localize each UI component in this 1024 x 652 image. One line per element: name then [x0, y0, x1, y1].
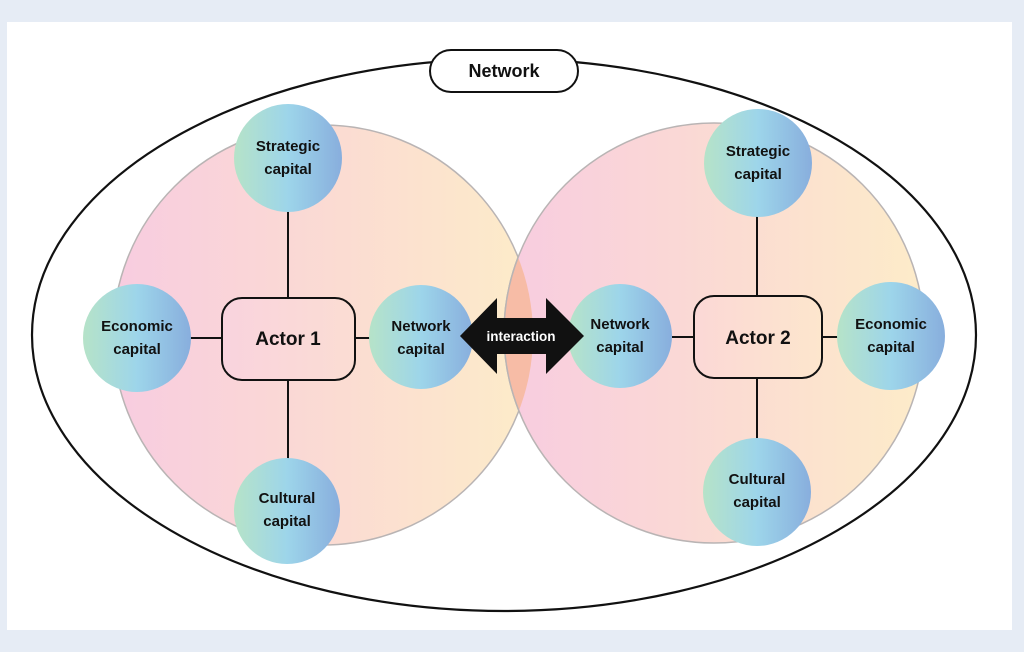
actor-1-economic-capital: Economic capital	[83, 284, 191, 392]
actor-1-cultural-capital: Cultural capital	[234, 458, 340, 564]
actor-2-network-capital: Network capital	[568, 284, 672, 388]
svg-text:Strategic: Strategic	[256, 138, 320, 155]
svg-text:Economic: Economic	[101, 318, 173, 335]
svg-text:capital: capital	[867, 339, 915, 356]
double-arrow-icon	[460, 298, 584, 374]
actor-2-economic-capital: Economic capital	[837, 282, 945, 390]
actor-1-box: Actor 1	[221, 297, 356, 381]
interaction-arrow: interaction	[460, 298, 584, 374]
svg-text:Cultural: Cultural	[729, 471, 786, 488]
actor-2-label: Actor 2	[725, 328, 790, 349]
network-label-box: Network	[429, 49, 579, 93]
actor-1-network-capital: Network capital	[369, 285, 473, 389]
svg-text:capital: capital	[397, 341, 445, 358]
network-label: Network	[468, 61, 540, 81]
actor-2-cultural-capital: Cultural capital	[703, 438, 811, 546]
svg-text:capital: capital	[263, 513, 311, 530]
svg-text:capital: capital	[113, 341, 161, 358]
svg-text:capital: capital	[264, 161, 312, 178]
svg-text:Strategic: Strategic	[726, 143, 790, 160]
interaction-label: interaction	[486, 329, 555, 344]
svg-text:Network: Network	[391, 318, 451, 335]
svg-text:capital: capital	[733, 494, 781, 511]
actor-1-strategic-capital: Strategic capital	[234, 104, 342, 212]
actor-2-box: Actor 2	[693, 295, 823, 379]
svg-text:Network: Network	[590, 316, 650, 333]
actor-1-label: Actor 1	[255, 329, 321, 350]
svg-text:capital: capital	[734, 166, 782, 183]
svg-text:Economic: Economic	[855, 316, 927, 333]
actor-2-strategic-capital: Strategic capital	[704, 109, 812, 217]
svg-text:capital: capital	[596, 339, 644, 356]
actor-2-connectors	[672, 216, 840, 440]
svg-text:Cultural: Cultural	[259, 490, 316, 507]
